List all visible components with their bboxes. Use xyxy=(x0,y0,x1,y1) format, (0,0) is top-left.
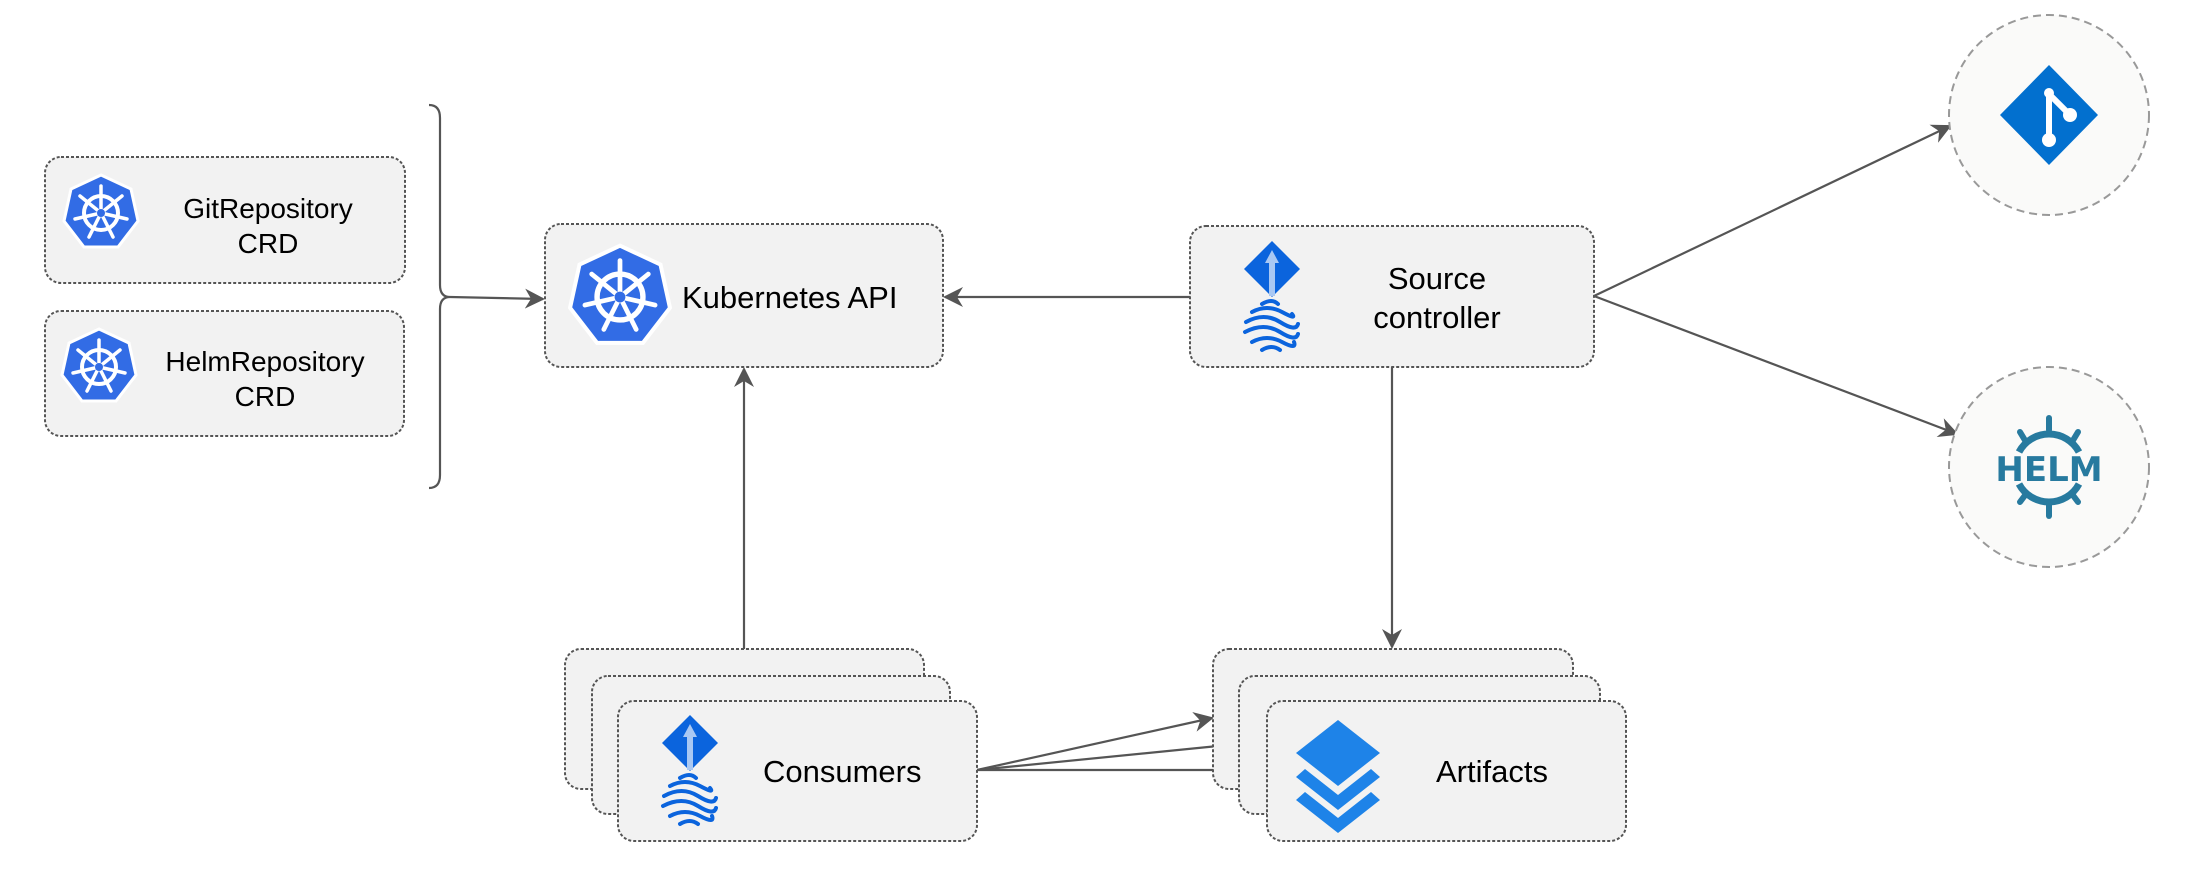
helm-icon: HELM xyxy=(1995,415,2103,519)
source-controller-node[interactable]: Source controller xyxy=(1189,225,1595,368)
edge-consumers-to-artifacts-1 xyxy=(976,712,1214,772)
crd-bracket xyxy=(428,103,451,490)
artifacts-node[interactable]: Artifacts xyxy=(1212,648,1627,842)
edge-crds-to-kubernetes-api xyxy=(449,288,545,309)
git-repository-label-line1: GitRepository xyxy=(183,193,353,224)
git-icon xyxy=(2000,65,2098,165)
helm-logo-text: HELM xyxy=(1995,450,2102,490)
edge-consumers-to-artifacts-2 xyxy=(976,735,1240,772)
consumers-node[interactable]: Consumers xyxy=(564,648,978,842)
kubernetes-icon xyxy=(60,327,138,403)
git-repository-source-node[interactable] xyxy=(1948,14,2150,216)
edge-source-controller-to-git xyxy=(1593,124,1952,297)
layers-icon xyxy=(1296,720,1380,833)
helm-repository-label-line1: HelmRepository xyxy=(165,346,364,377)
git-repository-label-line2: CRD xyxy=(238,228,299,259)
consumers-label: Consumers xyxy=(763,754,922,789)
helm-repository-label-line2: CRD xyxy=(235,381,296,412)
kubernetes-icon xyxy=(62,173,140,249)
kubernetes-api-label: Kubernetes API xyxy=(682,280,897,315)
source-controller-label-line2: controller xyxy=(1373,300,1501,335)
helm-repository-crd-node[interactable]: HelmRepository CRD xyxy=(44,310,405,437)
kubernetes-api-node[interactable]: Kubernetes API xyxy=(544,223,944,368)
source-controller-label-line1: Source xyxy=(1388,261,1486,296)
edge-source-controller-to-helm xyxy=(1593,294,1959,437)
artifacts-label: Artifacts xyxy=(1436,754,1548,789)
kubernetes-icon xyxy=(570,246,670,343)
helm-repository-source-node[interactable]: HELM xyxy=(1948,366,2150,568)
git-repository-crd-node[interactable]: GitRepository CRD xyxy=(44,156,406,284)
